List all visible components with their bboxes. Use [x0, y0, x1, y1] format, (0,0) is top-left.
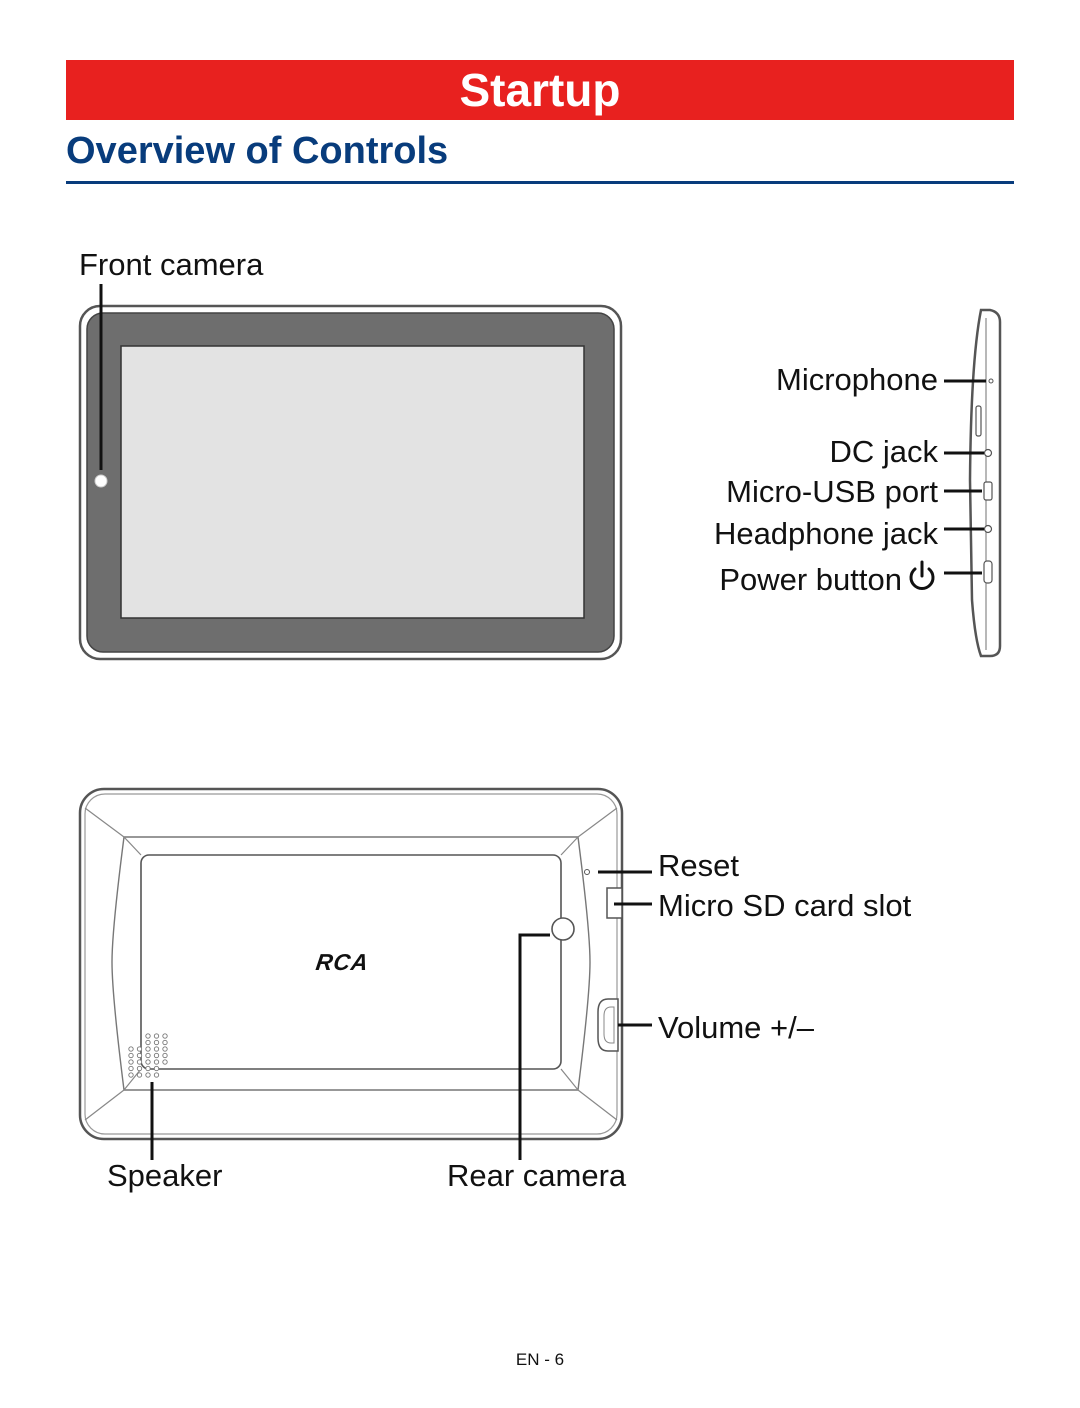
speaker-hole — [162, 1039, 168, 1046]
speaker-hole — [145, 1072, 151, 1078]
rca-logo: RCA — [314, 949, 371, 975]
speaker-hole — [145, 1033, 151, 1039]
micro-sd-label: Micro SD card slot — [658, 888, 912, 923]
front-camera-label: Front camera — [79, 247, 264, 282]
rear-panel — [140, 854, 562, 1070]
rear-camera-lens — [551, 917, 575, 941]
speaker-hole — [153, 1039, 160, 1046]
speaker-hole — [145, 1046, 151, 1052]
page-number: EN - 6 — [515, 1350, 565, 1369]
tablet-side — [968, 308, 1002, 658]
speaker-hole — [145, 1065, 151, 1072]
rear-camera-label: Rear camera — [447, 1158, 627, 1193]
reset-hole — [584, 869, 590, 875]
speaker-hole — [145, 1052, 151, 1059]
speaker-hole — [128, 1072, 134, 1078]
speaker-hole — [128, 1065, 134, 1072]
speaker-hole — [145, 1059, 151, 1065]
banner-title: Startup — [459, 64, 621, 116]
micro-usb-label: Micro-USB port — [726, 474, 938, 509]
speaker-hole — [128, 1046, 134, 1052]
startup-banner: Startup — [66, 60, 1014, 120]
headphone-jack-label: Headphone jack — [713, 516, 938, 551]
tablet-front — [78, 304, 623, 661]
section-heading: Overview of Controls — [66, 130, 449, 172]
speaker-hole — [136, 1046, 143, 1052]
speaker-hole — [162, 1046, 168, 1052]
front-camera-lens — [94, 474, 108, 488]
speaker-hole — [162, 1052, 168, 1059]
speaker-hole — [153, 1052, 160, 1059]
speaker-label: Speaker — [107, 1158, 223, 1193]
power-icon — [909, 560, 935, 590]
tablet-rear — [78, 787, 624, 1141]
dc-jack-label: DC jack — [829, 434, 938, 469]
speaker-hole — [162, 1059, 168, 1065]
speaker-hole — [153, 1033, 160, 1039]
speaker-hole — [128, 1052, 134, 1059]
speaker-hole — [162, 1033, 168, 1039]
power-button-label: Power button — [719, 562, 902, 597]
speaker-hole — [153, 1059, 160, 1065]
speaker-hole — [153, 1046, 160, 1052]
front-screen — [120, 345, 585, 619]
volume-label: Volume +/– — [658, 1010, 814, 1045]
speaker-hole — [153, 1065, 160, 1072]
speaker-hole — [128, 1059, 134, 1065]
speaker-hole — [136, 1065, 143, 1072]
speaker-hole — [136, 1072, 143, 1078]
reset-label: Reset — [658, 848, 739, 883]
volume-rocker — [597, 998, 619, 1052]
speaker-hole — [136, 1059, 143, 1065]
speaker-hole — [136, 1052, 143, 1059]
speaker-grille — [128, 1033, 168, 1078]
microphone-label: Microphone — [776, 362, 938, 397]
speaker-hole — [145, 1039, 151, 1046]
heading-rule — [66, 181, 1014, 184]
speaker-hole — [153, 1072, 160, 1078]
